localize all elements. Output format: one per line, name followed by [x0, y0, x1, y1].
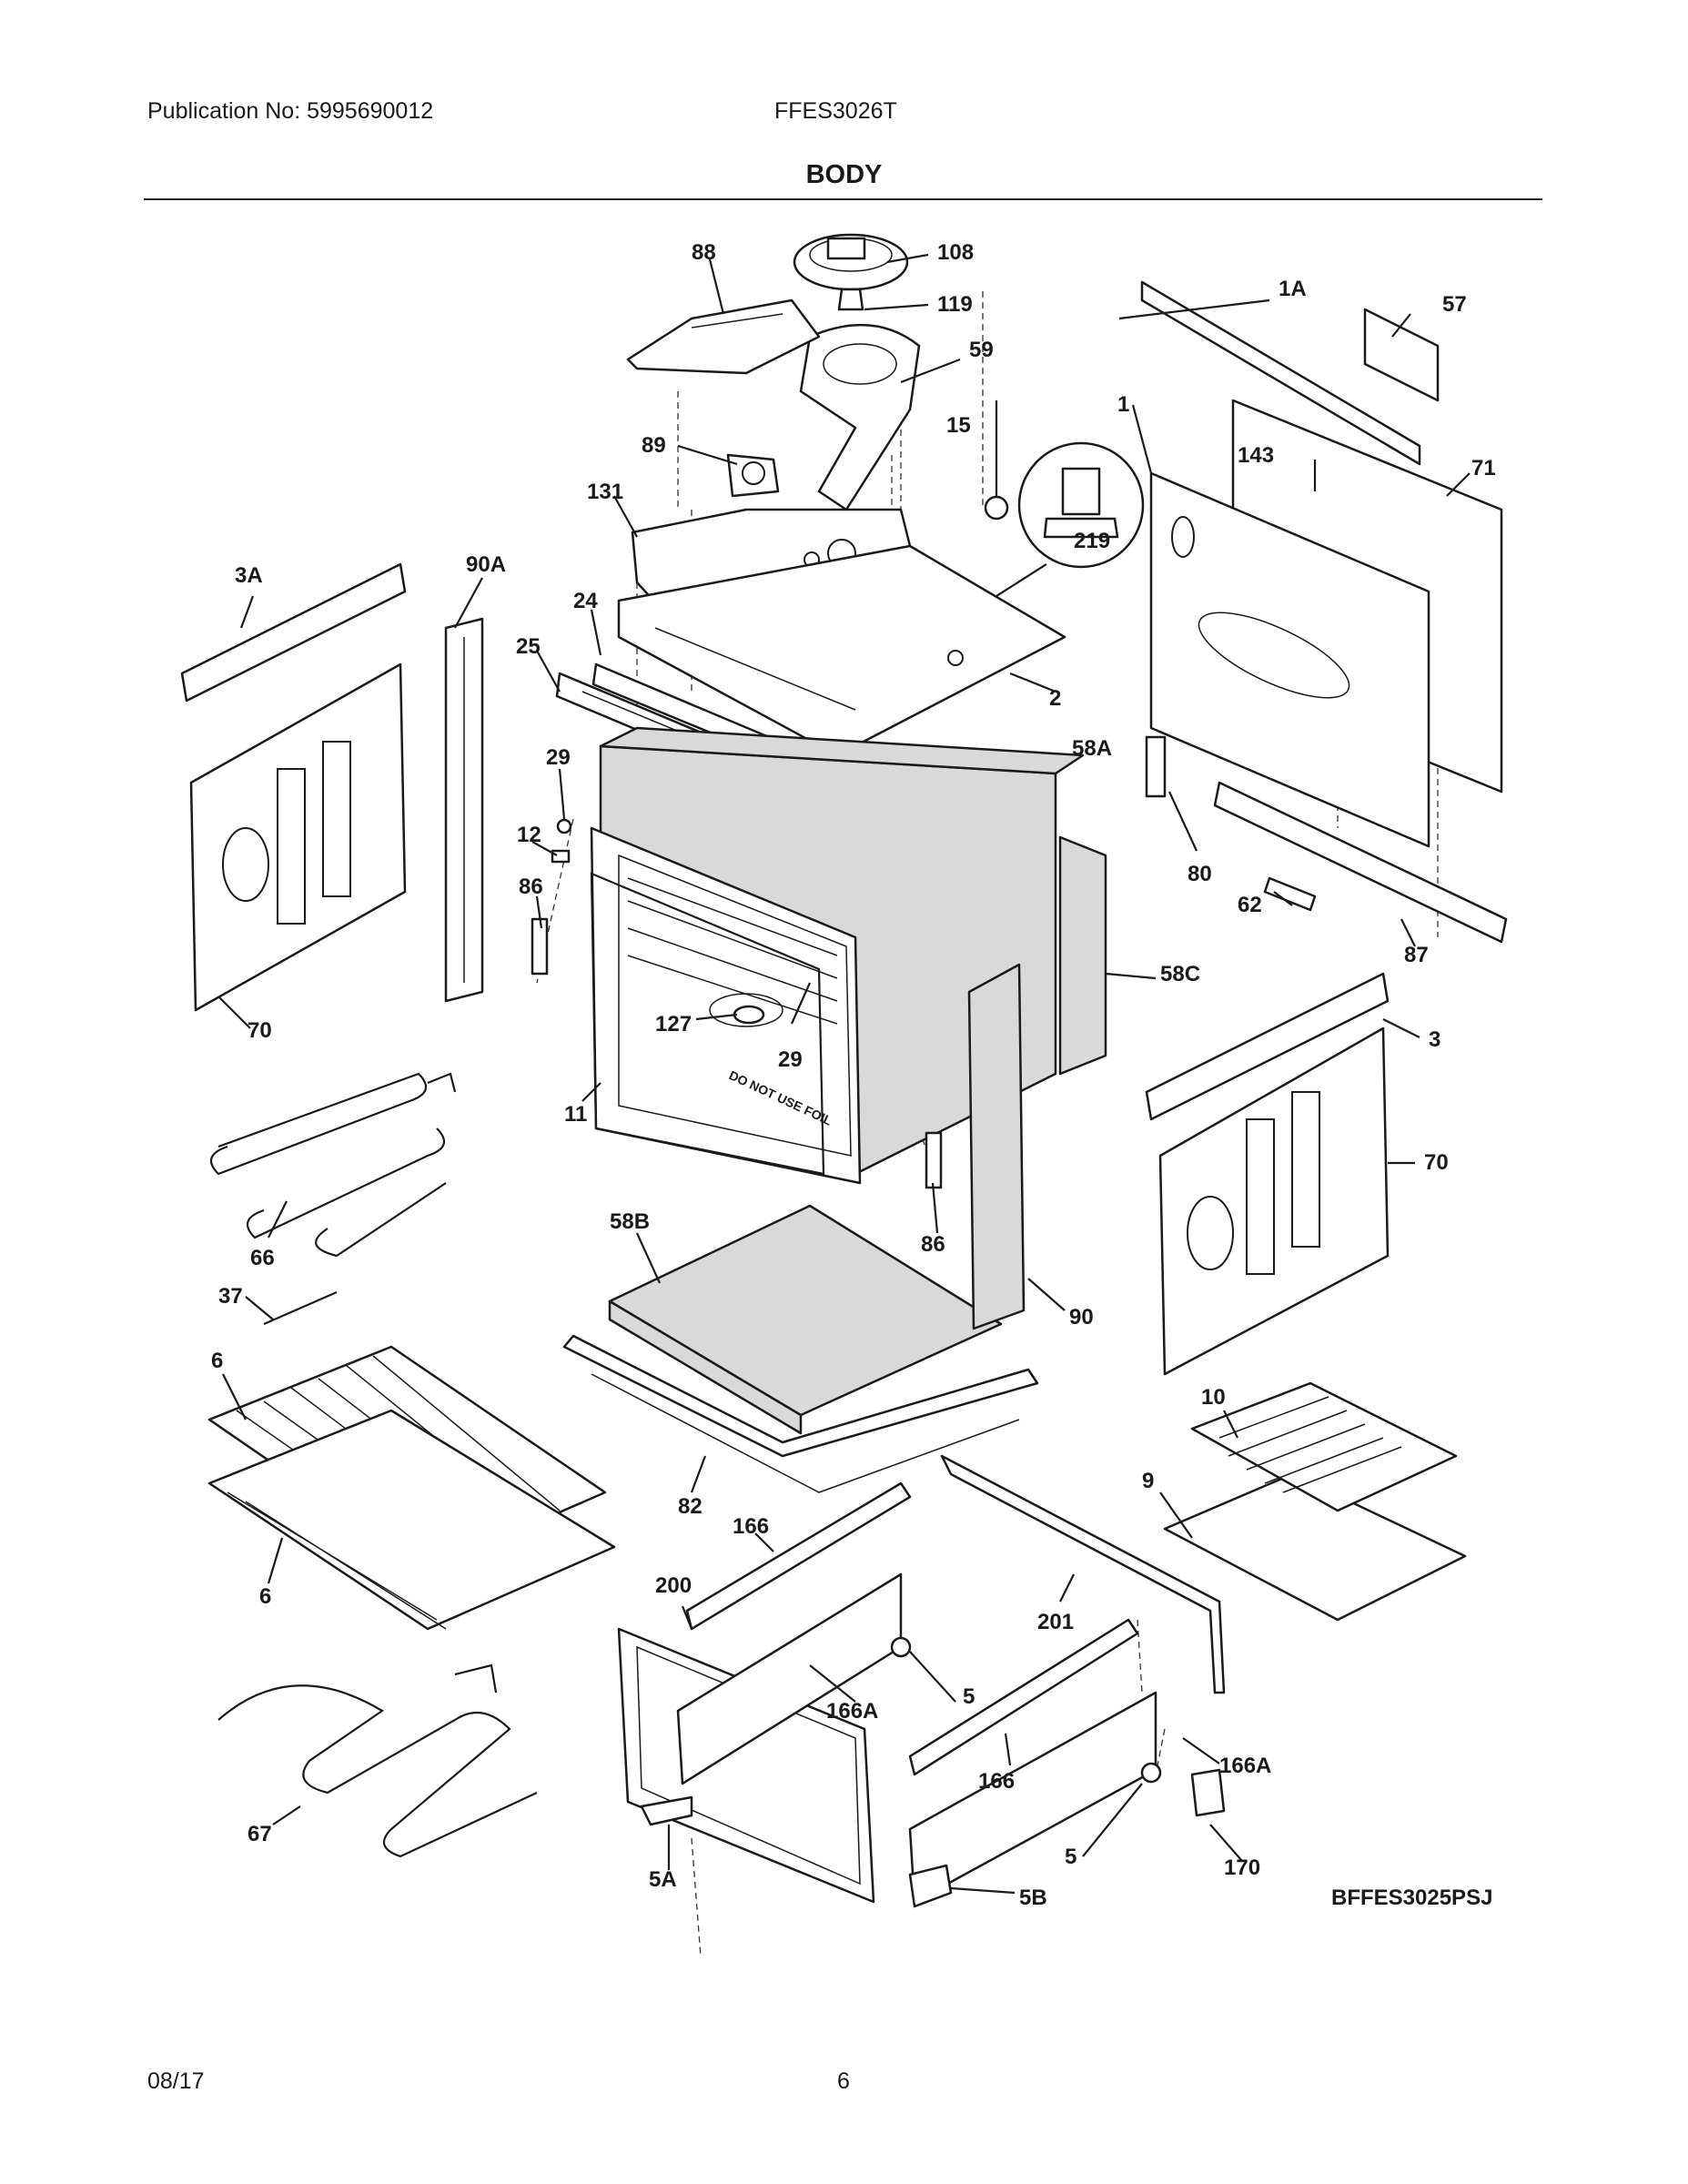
callout-9: 9: [1142, 1469, 1154, 1493]
callout-3: 3: [1429, 1027, 1440, 1052]
callout-86-left: 86: [519, 875, 543, 899]
callout-1A: 1A: [1279, 277, 1307, 301]
callout-58A: 58A: [1072, 736, 1112, 761]
callout-143: 143: [1238, 443, 1274, 468]
callout-37: 37: [218, 1284, 243, 1309]
back-brackets: [1145, 735, 1508, 944]
oven-rack-lower: [207, 1409, 616, 1631]
callout-90: 90: [1069, 1305, 1094, 1330]
hinge-right: [925, 1131, 943, 1189]
callout-131: 131: [587, 480, 623, 504]
callout-80: 80: [1188, 862, 1212, 886]
thermal-limit-detail: [945, 441, 1145, 629]
callout-82: 82: [678, 1494, 702, 1519]
callout-170: 170: [1224, 1855, 1260, 1880]
callout-70-right: 70: [1424, 1150, 1449, 1175]
callout-1: 1: [1117, 392, 1129, 417]
callout-166A-center: 166A: [826, 1699, 878, 1724]
callout-57: 57: [1442, 292, 1467, 317]
callout-127: 127: [655, 1012, 692, 1036]
callout-10: 10: [1201, 1385, 1226, 1410]
callout-24: 24: [573, 589, 598, 613]
side-panel-left: [180, 562, 407, 1012]
side-trim-right: [967, 963, 1026, 1330]
callout-200: 200: [655, 1573, 692, 1598]
callout-119: 119: [937, 292, 973, 317]
bottom-tray: [562, 1334, 1039, 1493]
diagram-code: BFFES3025PSJ: [1331, 1886, 1492, 1910]
callout-5-bottom: 5: [1065, 1845, 1076, 1869]
callout-219: 219: [1074, 529, 1110, 553]
callout-6-lower: 6: [259, 1584, 271, 1609]
callout-166A-right: 166A: [1219, 1754, 1271, 1778]
callout-201: 201: [1037, 1610, 1074, 1634]
callout-166-top: 166: [733, 1514, 769, 1539]
callout-11: 11: [564, 1102, 587, 1127]
broiler-pan: [1163, 1381, 1467, 1622]
header-rule: [144, 198, 1542, 200]
oven-sensor: [984, 400, 1009, 521]
callout-29-cavity: 29: [778, 1047, 803, 1072]
top-panels: [617, 508, 1066, 757]
thermostat-bracket: [726, 453, 780, 498]
callout-29-top: 29: [546, 745, 571, 770]
callout-88: 88: [692, 240, 716, 265]
callout-166-bottom: 166: [978, 1769, 1015, 1794]
insulation-side: [1058, 835, 1107, 1076]
insulation-bottom: [608, 1204, 1003, 1435]
callout-labels: 88 108 119 59 1A 57 15 1 143 71 89 131 2…: [211, 240, 1496, 1910]
callout-3A: 3A: [235, 563, 263, 588]
callout-67: 67: [248, 1822, 272, 1846]
side-panel-right: [1145, 972, 1390, 1376]
callout-70-left: 70: [248, 1018, 272, 1043]
callout-15: 15: [946, 413, 971, 438]
convection-fan: [793, 233, 909, 311]
footer-date: 08/17: [147, 2068, 205, 2094]
callout-86-right: 86: [921, 1232, 945, 1257]
section-title: BODY: [805, 160, 883, 189]
oven-cavity: DO NOT USE FOIL: [590, 726, 1085, 1185]
callout-71: 71: [1471, 456, 1496, 480]
callout-66: 66: [250, 1246, 275, 1270]
callout-2: 2: [1049, 686, 1061, 711]
broil-element: [209, 1072, 457, 1258]
fan-baffle: [626, 298, 921, 511]
model-number: FFES3026T: [774, 98, 897, 124]
callout-62: 62: [1238, 893, 1262, 917]
callout-5-center: 5: [963, 1684, 975, 1709]
drawer-frame: [617, 1454, 1226, 1904]
callout-90A: 90A: [466, 552, 506, 577]
leader-lines: [217, 253, 1471, 1895]
callout-6-upper: 6: [211, 1349, 223, 1373]
page-number: 6: [837, 2068, 850, 2094]
small-hardware: [263, 818, 765, 1326]
callout-12: 12: [517, 823, 541, 847]
callout-59: 59: [969, 338, 994, 362]
callout-25: 25: [516, 634, 541, 659]
callout-89: 89: [642, 433, 666, 458]
leveling-legs: [640, 1636, 1226, 1908]
side-trim-left: [444, 617, 484, 1003]
back-panels: [1140, 280, 1503, 848]
callout-58B: 58B: [610, 1209, 650, 1234]
callout-5A: 5A: [649, 1867, 677, 1892]
callout-58C: 58C: [1160, 962, 1200, 986]
publication-number: Publication No: 5995690012: [147, 98, 434, 124]
door-gasket: [590, 872, 825, 1176]
hinge-left: [531, 917, 549, 976]
bake-element: [217, 1663, 538, 1858]
callout-87: 87: [1404, 943, 1429, 967]
callout-5B: 5B: [1019, 1886, 1047, 1910]
callout-108: 108: [937, 240, 974, 265]
